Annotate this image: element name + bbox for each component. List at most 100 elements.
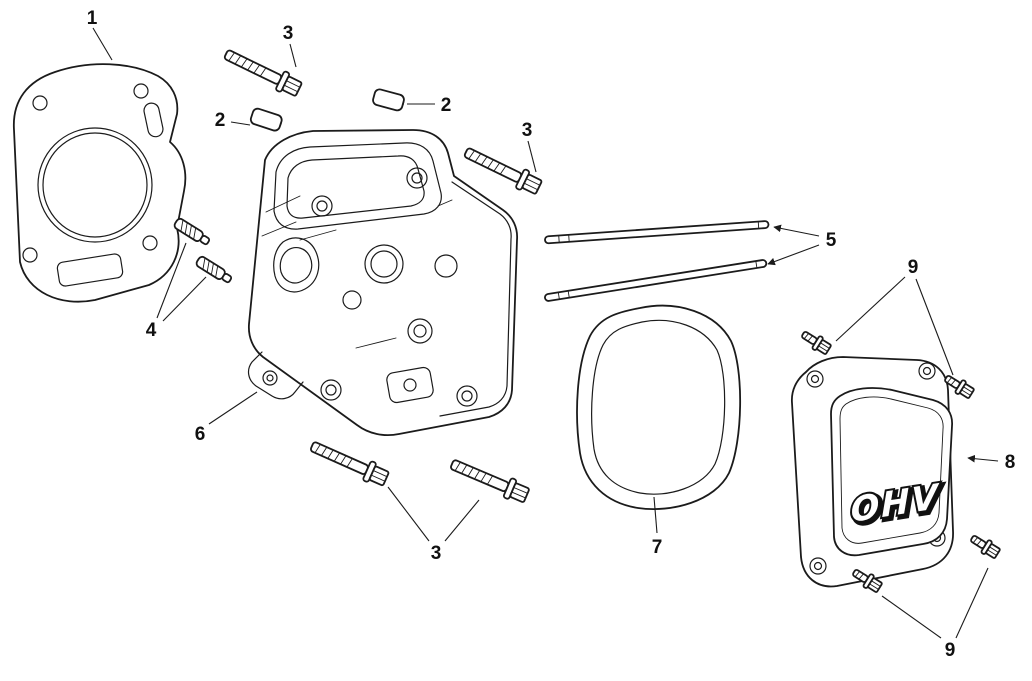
leader-4b: [162, 276, 207, 322]
leader-9c: [881, 595, 942, 639]
gasket-bore-inner: [42, 132, 148, 238]
head-lower-ear: [247, 351, 304, 400]
long-stud-1: [543, 219, 770, 245]
gasket-bolt-hole: [142, 235, 158, 251]
dowel-pin-2: [371, 87, 407, 113]
flange-bolt-shape: [220, 43, 305, 100]
gasket-outline: [13, 63, 187, 303]
flange-bolt-3: [306, 435, 392, 490]
leader-4a: [156, 242, 187, 319]
cover-gasket-outer: [576, 304, 742, 510]
head-boss: [386, 366, 434, 404]
head-ear-hole: [262, 370, 278, 386]
leader-9d: [955, 567, 989, 639]
leader-lines: [92, 27, 999, 639]
callout-7: 7: [652, 537, 663, 558]
head-machining-line: [261, 195, 301, 237]
cover-bolt-hole: [806, 370, 824, 388]
cover-bolt-hole: [918, 362, 936, 380]
callout-9-top: 9: [908, 257, 919, 278]
leader-2a: [230, 121, 251, 126]
head-bolt-hole: [406, 167, 428, 189]
gasket-bolt-hole: [133, 83, 149, 99]
leader-5b: [767, 244, 820, 266]
flange-bolt-4: [446, 453, 532, 507]
head-right-face: [439, 181, 512, 417]
stud-shape: [194, 254, 235, 286]
gasket-bolt-hole: [22, 247, 38, 263]
head-bolt-hole: [311, 195, 333, 217]
dowel-pin-shape: [371, 87, 407, 113]
cover-bolt-4: [967, 530, 1003, 562]
leader-8: [967, 454, 999, 463]
cover-bolt-shape: [798, 326, 834, 358]
leader-3b: [527, 140, 537, 173]
head-port-inner: [370, 250, 398, 278]
gasket-bolt-hole: [32, 95, 48, 111]
long-stud-shape: [543, 258, 768, 303]
cover-bolt-hole: [810, 374, 820, 384]
callout-9-bottom: 9: [945, 640, 956, 661]
cover-bolt-1: [798, 326, 834, 358]
flange-bolt-shape: [306, 435, 392, 490]
head-hole: [413, 324, 427, 338]
head-bolt-hole: [320, 379, 342, 401]
head-boss-hole: [403, 378, 417, 392]
stud-2: [194, 254, 235, 286]
callout-2-right: 2: [441, 95, 452, 116]
long-stud-2: [543, 258, 768, 303]
cover-bolt-hole: [809, 557, 827, 575]
callout-3-bottom: 3: [431, 543, 442, 564]
valve-cover: OHV OHV: [791, 356, 954, 588]
leader-3d: [444, 499, 480, 542]
long-stud-shape: [543, 219, 770, 245]
callout-5: 5: [826, 230, 837, 251]
callout-1: 1: [87, 8, 98, 29]
head-intake-port: [273, 237, 320, 293]
leader-3c: [387, 486, 430, 542]
dowel-pin-1: [248, 106, 285, 133]
flange-bolt-shape: [446, 453, 532, 507]
cylinder-head: [247, 129, 518, 437]
head-machining-line: [299, 199, 453, 349]
leader-9a: [835, 276, 906, 342]
callouts: 1 2 2 3 3 3 4 5 6 7 8 9 9: [87, 8, 1016, 661]
head-top-flange: [273, 142, 442, 230]
cover-bolt-hole: [922, 366, 932, 376]
leader-1: [92, 27, 113, 61]
cover-bolt-shape: [967, 530, 1003, 562]
dowel-pin-shape: [248, 106, 285, 133]
cylinder-head-gasket: [13, 63, 187, 303]
head-hole: [342, 290, 362, 310]
leader-5a: [773, 224, 820, 237]
head-bolt-hole: [325, 384, 337, 396]
callout-2-left: 2: [215, 110, 226, 131]
head-bolt-hole: [461, 390, 473, 402]
cover-gasket-inner: [591, 319, 726, 495]
gasket-rect-slot: [56, 253, 124, 287]
leader-7: [653, 496, 658, 534]
cover-body-inner-line: [839, 396, 944, 544]
head-port-outer: [364, 244, 404, 284]
callout-3-right: 3: [522, 120, 533, 141]
cover-body: [830, 387, 953, 557]
callout-8: 8: [1005, 452, 1016, 473]
gasket-bore-outer: [37, 127, 153, 243]
head-intake-port-inner: [279, 247, 313, 284]
head-top-flange-inner: [286, 155, 425, 219]
callout-3-top: 3: [283, 23, 294, 44]
valve-cover-gasket: [576, 304, 742, 510]
head-hole: [407, 318, 433, 344]
leader-6: [208, 391, 258, 425]
head-bolt-hole: [456, 385, 478, 407]
head-bolt-hole: [316, 200, 328, 212]
cover-bolt-hole: [813, 561, 823, 571]
gasket-oval-slot: [143, 102, 164, 138]
head-hole: [434, 254, 458, 278]
callout-4: 4: [146, 320, 157, 341]
head-ear-hole: [266, 374, 274, 382]
leader-9b: [915, 278, 954, 376]
head-bolt-hole: [411, 172, 423, 184]
